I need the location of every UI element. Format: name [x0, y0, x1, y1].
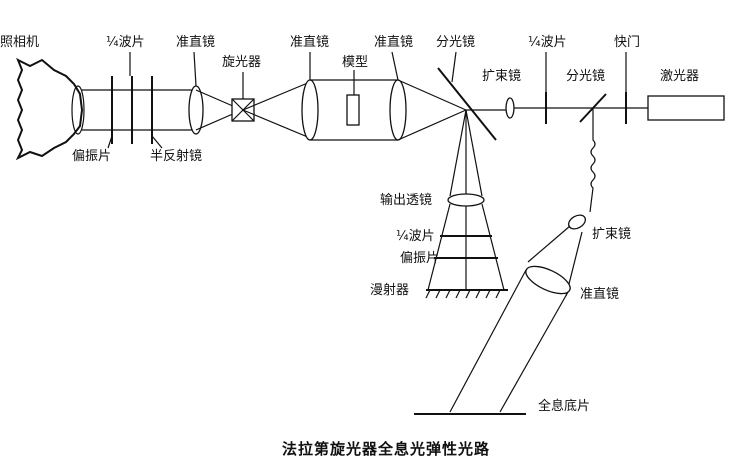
collimator-3-label: 准直镜	[374, 35, 413, 50]
beam-splitter-1	[437, 67, 497, 141]
beam-expander-2-label: 扩束镜	[592, 227, 631, 242]
model	[346, 94, 360, 126]
upper-beam	[82, 89, 196, 131]
polarizer-top-label: 偏振片	[72, 149, 111, 164]
beam-splitter-1-label: 分光镜	[436, 35, 475, 50]
beam-expander-2	[567, 214, 587, 230]
collimator-2-label: 准直镜	[290, 35, 329, 50]
collimator-1-label: 准直镜	[176, 35, 215, 50]
quarter-wave-top-label: ¼波片	[106, 35, 145, 50]
polarizer-bottom-label: 偏振片	[400, 251, 439, 266]
laser	[647, 95, 725, 121]
faraday-rotator-label: 旋光器	[222, 55, 261, 70]
beam-splitter-2-label: 分光镜	[566, 69, 605, 84]
diffuser-label: 漫射器	[370, 282, 409, 298]
collimator-2	[301, 79, 319, 141]
collimator-1	[188, 85, 204, 135]
quarter-wave-right-label: ¼波片	[528, 35, 567, 50]
diffuser	[425, 289, 508, 299]
beam-expander-1-label: 扩束镜	[482, 69, 521, 84]
camera-label: 照相机	[0, 35, 39, 50]
shutter-label: 快门	[614, 35, 640, 50]
hologram-plate-label: 全息底片	[538, 398, 590, 414]
output-lens-label: 输出透镜	[380, 192, 432, 208]
optical-fiber	[589, 108, 596, 213]
output-lens	[447, 193, 485, 207]
figure-caption: 法拉第旋光器全息光弹性光路	[282, 440, 490, 458]
laser-label: 激光器	[660, 69, 699, 84]
collimator-3	[389, 79, 407, 141]
half-mirror-label: 半反射镜	[150, 148, 202, 164]
beam-expander-1	[505, 97, 515, 119]
camera	[15, 57, 85, 161]
collimator-4-label: 准直镜	[580, 287, 619, 302]
collimator-4	[525, 265, 571, 295]
quarter-wave-bottom-label: ¼波片	[396, 229, 435, 244]
model-label: 模型	[342, 55, 368, 70]
